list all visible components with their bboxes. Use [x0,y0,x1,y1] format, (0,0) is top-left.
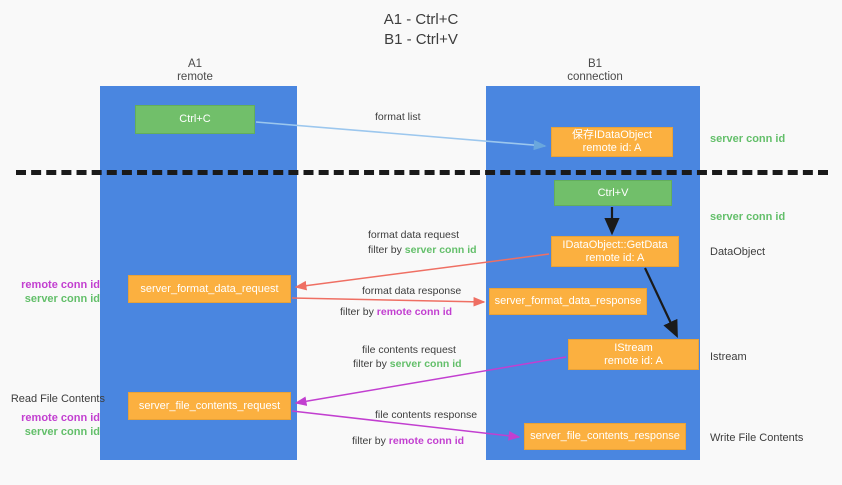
title-line-1: A1 - Ctrl+C [383,11,459,28]
column-a1-role: remote [177,71,213,83]
node-ctrl-v-label: Ctrl+V [597,186,629,199]
phase-divider [16,170,828,175]
node-server-file-contents-response[interactable]: server_file_contents_response [524,423,686,450]
annotation-server-conn-id-top: server conn id [710,133,786,145]
node-save-idataobject[interactable]: 保存IDataObject remote id: A [551,127,673,157]
annotation-server-conn-id-2: server conn id [24,426,100,438]
annotation-istream: Istream [710,351,747,363]
node-save-idataobject-title: 保存IDataObject [571,129,653,141]
title-line-2: B1 - Ctrl+V [384,31,458,48]
node-server-file-contents-request-label: server_file_contents_request [138,399,281,412]
node-server-format-data-request-label: server_format_data_request [140,282,279,295]
annotation-server-conn-id-mid: server conn id [710,211,786,223]
edge-label-format-data-response-filter: filter by remote conn id [340,305,452,320]
edge-label-file-contents-request: file contents request [362,344,456,356]
annotation-remote-conn-id-2: remote conn id [21,412,100,424]
node-server-file-contents-request[interactable]: server_file_contents_request [128,392,291,420]
edge-label-format-data-request: format data request [368,229,460,241]
annotation-remote-conn-id-1: remote conn id [21,279,100,291]
annotation-conn-ids-file: remote conn id server conn id [10,411,100,439]
node-istream-title: IStream [614,341,653,354]
node-server-file-contents-response-label: server_file_contents_response [530,430,680,442]
node-idataobject-getdata[interactable]: IDataObject::GetData remote id: A [551,236,679,267]
edge-label-format-list: format list [375,111,421,123]
page-title: A1 - Ctrl+C B1 - Ctrl+V [0,10,842,50]
filter-by-text-4: filter by [352,435,386,447]
annotation-read-file-contents: Read File Contents [10,393,105,405]
remote-conn-id-text-2: remote conn id [388,435,465,447]
filter-by-text-2: filter by [340,306,374,318]
filter-by-text-3: filter by [353,358,387,370]
node-getdata-subtitle: remote id: A [585,251,645,264]
edge-label-file-contents-response: file contents response [375,409,478,421]
node-ctrl-c[interactable]: Ctrl+C [135,105,255,134]
node-getdata-title: IDataObject::GetData [562,238,668,251]
node-server-format-data-response[interactable]: server_format_data_response [489,288,647,315]
edge-label-file-contents-request-filter: filter by server conn id [353,357,462,372]
edge-label-format-data-request-filter: filter by server conn id [368,243,477,258]
annotation-write-file-contents: Write File Contents [710,432,804,444]
node-ctrl-v[interactable]: Ctrl+V [554,180,672,206]
filter-by-text-1: filter by [368,244,402,256]
node-save-idataobject-subtitle: remote id: A [582,142,642,154]
node-istream-subtitle: remote id: A [604,354,663,367]
column-header-a1: A1 remote [130,58,260,84]
annotation-server-conn-id-1: server conn id [24,293,100,305]
server-conn-id-text-1: server conn id [404,244,477,256]
node-server-format-data-request[interactable]: server_format_data_request [128,275,291,303]
node-istream[interactable]: IStream remote id: A [568,339,699,370]
column-b1-role: connection [567,71,623,83]
edge-label-format-data-response: format data response [362,285,462,297]
server-conn-id-text-2: server conn id [389,358,462,370]
annotation-dataobject: DataObject [710,246,766,258]
annotation-conn-ids-format: remote conn id server conn id [10,278,100,306]
node-server-format-data-response-label: server_format_data_response [494,295,642,307]
edge-label-file-contents-response-filter: filter by remote conn id [352,434,464,449]
column-b1-name: B1 [587,58,603,70]
node-ctrl-c-label: Ctrl+C [179,113,211,125]
column-a1-name: A1 [187,58,203,70]
remote-conn-id-text-1: remote conn id [376,306,453,318]
column-header-b1: B1 connection [530,58,660,84]
